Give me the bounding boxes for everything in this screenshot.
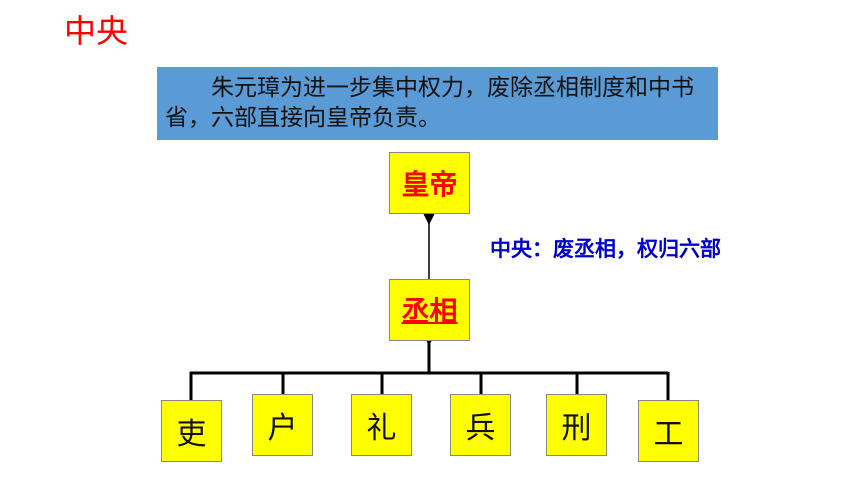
- info-note: 朱元璋为进一步集中权力，废除丞相制度和中书省，六部直接向皇帝负责。: [157, 67, 718, 140]
- ministry-label: 兵: [465, 411, 496, 446]
- ministry-label: 工: [653, 417, 684, 452]
- annotation-text: 中央：废丞相，权归六部: [490, 237, 721, 261]
- page-title: 中央: [64, 12, 129, 50]
- ministry-rites: 礼: [351, 394, 412, 456]
- chancellor-box: 丞相: [389, 279, 470, 341]
- emperor-label: 皇帝: [401, 168, 458, 201]
- emperor-box: 皇帝: [389, 152, 470, 214]
- ministry-label: 刑: [561, 411, 592, 446]
- ministry-label: 礼: [366, 411, 397, 446]
- ministry-gong: 工: [638, 400, 699, 462]
- ministry-hu: 户: [252, 394, 313, 456]
- ministry-label: 吏: [176, 417, 207, 452]
- ministry-li: 吏: [161, 400, 222, 462]
- ministry-label: 户: [267, 411, 298, 446]
- ministry-bing: 兵: [450, 394, 511, 456]
- chancellor-label: 丞相: [401, 295, 458, 328]
- ministry-xing: 刑: [546, 394, 607, 456]
